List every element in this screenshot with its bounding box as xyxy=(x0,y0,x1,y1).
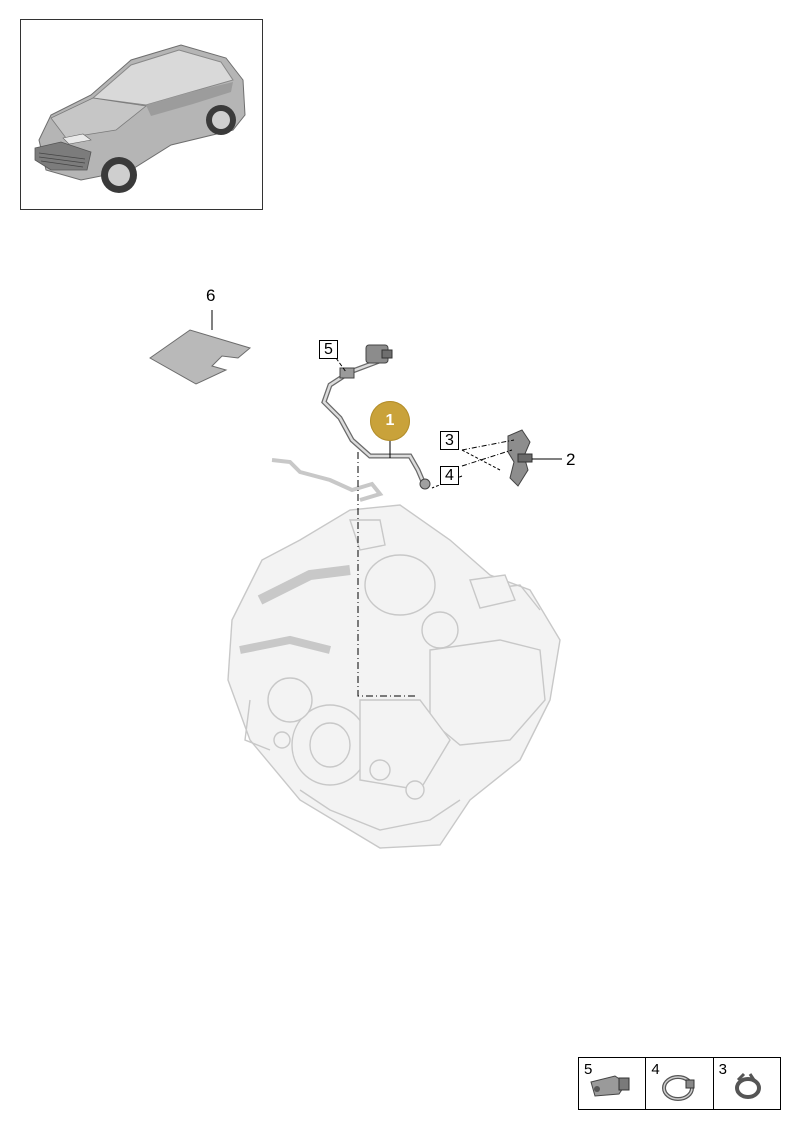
callout-label-5: 5 xyxy=(319,340,338,359)
callout-label-3: 3 xyxy=(440,431,459,450)
car-icon xyxy=(34,44,246,193)
callout-highlight-1[interactable]: 1 xyxy=(370,401,410,441)
sensor-icon xyxy=(590,1075,630,1097)
vehicle-thumbnail xyxy=(20,19,263,210)
parts-table-number: 3 xyxy=(718,1061,727,1078)
insulation-mat-part xyxy=(149,310,252,385)
parts-table-number: 5 xyxy=(584,1061,593,1078)
hose-clamp-icon xyxy=(662,1075,695,1101)
parts-table-cell-spring-clamp[interactable]: 3 xyxy=(714,1058,780,1109)
engine-block-illustration xyxy=(227,458,561,849)
callout-label-4: 4 xyxy=(440,466,459,485)
parts-table-number: 4 xyxy=(651,1061,660,1078)
callout-label-2: 2 xyxy=(566,450,576,469)
parts-table-cell-sensor[interactable]: 5 xyxy=(579,1058,647,1109)
coolant-hose-part xyxy=(431,429,562,489)
breather-pipe-part xyxy=(321,344,431,490)
small-parts-table: 5 4 3 xyxy=(578,1057,781,1110)
spring-clamp-icon xyxy=(734,1072,761,1099)
callout-label-6: 6 xyxy=(206,286,216,305)
parts-table-cell-hose-clamp[interactable]: 4 xyxy=(646,1058,714,1109)
